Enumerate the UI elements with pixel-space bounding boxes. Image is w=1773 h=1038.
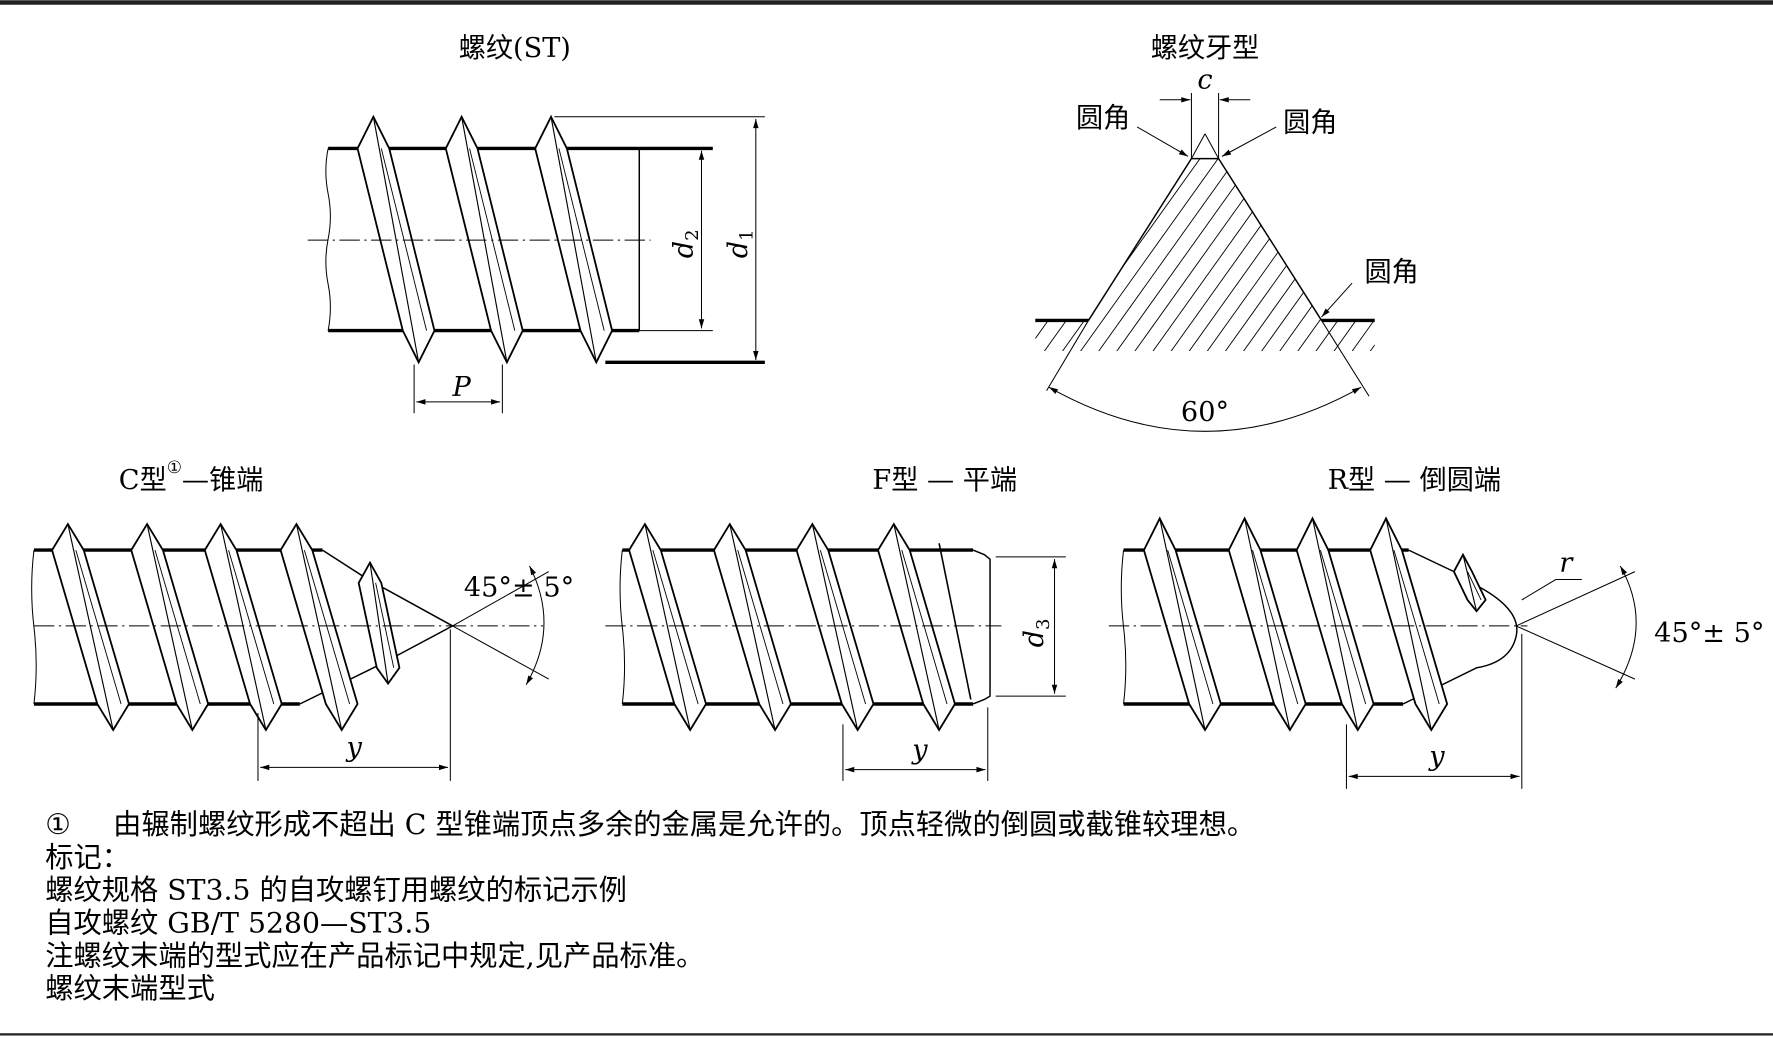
thread-tooth (1452, 552, 1487, 613)
hatch-line (1325, 158, 1375, 351)
hatch-line (1035, 158, 1135, 351)
thread-tooth (279, 522, 359, 732)
note-line: 标记： (45, 841, 130, 874)
c-angle-label: 45°± 5° (464, 573, 574, 604)
f-length-y-label: y (911, 734, 928, 765)
thread-profile-figure: 螺纹牙型 60° c 圆角 圆角 圆角 (674, 33, 1713, 432)
hatch-line (1072, 158, 1243, 351)
hatch-line (855, 125, 1025, 363)
hatch-line (692, 125, 862, 363)
hatch-line (783, 125, 953, 363)
thread-tooth (877, 522, 956, 732)
hatch-line (1217, 158, 1375, 351)
hatch-line (1035, 158, 1098, 351)
fillet-label-root: 圆角 (1365, 257, 1419, 288)
thread-tooth (1295, 516, 1375, 732)
thread-tooth (203, 522, 283, 732)
footnote-text: 由辗制螺纹形成不超出 C 型锥端顶点多余的金属是允许的。顶点轻微的倒圆或截锥较理… (113, 808, 1255, 841)
hatch-line (1380, 125, 1550, 363)
hatch-line (747, 125, 917, 363)
r-type-title: R型 — 倒圆端 (1328, 465, 1501, 496)
thread-profile-title: 螺纹牙型 (1151, 33, 1260, 64)
hatch-line (1453, 125, 1623, 363)
hatch-line (1489, 125, 1659, 363)
c-length-y-label: y (345, 732, 362, 763)
thread-tooth (356, 114, 436, 365)
hatch-line (1036, 158, 1207, 351)
hatch-line (1090, 158, 1261, 351)
thread-tooth (444, 114, 524, 365)
hatch-line (1417, 125, 1587, 363)
thread-tooth (1227, 516, 1307, 732)
c-type-figure: C型①—锥端 45°± 5° y (31, 458, 574, 781)
hatch-line (1361, 158, 1375, 351)
hatch-line (1162, 158, 1334, 351)
f-type-figure: F型 — 平端 d3 y (605, 465, 1066, 781)
hatch-line (801, 125, 971, 363)
note-line: 自攻螺纹 GB/T 5280—ST3.5 (45, 907, 431, 940)
thread-tooth (130, 522, 210, 732)
thread-tooth (795, 522, 875, 732)
hatch-line (1035, 158, 1062, 351)
c-type-title: C型①—锥端 (119, 458, 264, 496)
note-line: 螺纹末端型式 (45, 972, 215, 1005)
crest-width-label: c (1197, 64, 1212, 95)
hatch-line (1543, 125, 1713, 363)
note-line: 螺纹规格 ST3.5 的自攻螺钉用螺纹的标记示例 (45, 874, 627, 907)
hatch-line (837, 125, 1007, 363)
note-line: 注螺纹末端的型式应在产品标记中规定,见产品标准。 (45, 939, 704, 972)
thread-st-figure: 螺纹(ST) d2 d1 P (307, 33, 765, 414)
hatch-line (1198, 158, 1370, 351)
d1-label: d1 (723, 229, 758, 258)
footnote-marker: ① (45, 808, 70, 841)
f-type-title: F型 — 平端 (872, 465, 1017, 496)
hatch-line (1235, 158, 1375, 351)
r-length-y-label: y (1428, 741, 1445, 772)
notes: ① 由辗制螺纹形成不超出 C 型锥端顶点多余的金属是允许的。顶点轻微的倒圆或截锥… (45, 808, 1255, 1005)
thread-tooth (712, 522, 792, 732)
hatch-line (1398, 125, 1568, 363)
thread-tooth (357, 560, 401, 686)
hatch-line (1525, 125, 1695, 363)
hatch-line (1035, 158, 1116, 351)
hatch-line (819, 125, 989, 363)
hatch-line (1035, 158, 1044, 351)
hatch-line (1253, 158, 1375, 351)
thread-tooth (1142, 516, 1222, 732)
hatch-line (1035, 158, 1153, 351)
fillet-label-left: 圆角 (1076, 103, 1130, 134)
hatch-line (1307, 158, 1375, 351)
hatch-line (1108, 158, 1279, 351)
hatch-line (674, 125, 844, 363)
hatch-line (1035, 158, 1189, 351)
fillet-label-right: 圆角 (1283, 107, 1337, 138)
thread-tooth (1369, 516, 1449, 732)
hatch-line (1471, 125, 1641, 363)
thread-tooth (628, 522, 708, 732)
hatch-line (1054, 158, 1225, 351)
pitch-label: P (452, 372, 472, 403)
hatch-line (1126, 158, 1298, 351)
hatch-line (1144, 158, 1316, 351)
thread-tooth (51, 522, 130, 732)
d2-label: d2 (668, 229, 703, 258)
hatch-line (1035, 158, 1080, 351)
thread-st-title: 螺纹(ST) (459, 33, 571, 64)
r-type-figure: R型 — 倒圆端 45°± 5° r y (1108, 465, 1765, 789)
thread-tooth (534, 114, 614, 365)
hatch-line (765, 125, 935, 363)
hatch-line (1271, 158, 1375, 351)
hatch-line (1343, 158, 1375, 351)
angle-60-label: 60° (1181, 397, 1229, 428)
hatch-line (1507, 125, 1677, 363)
d3-label: d3 (1019, 619, 1054, 648)
radius-label: r (1559, 548, 1574, 579)
r-angle-label: 45°± 5° (1654, 618, 1764, 649)
hatch-line (1435, 125, 1605, 363)
hatch-line (729, 125, 899, 363)
hatch-line (1289, 158, 1375, 351)
